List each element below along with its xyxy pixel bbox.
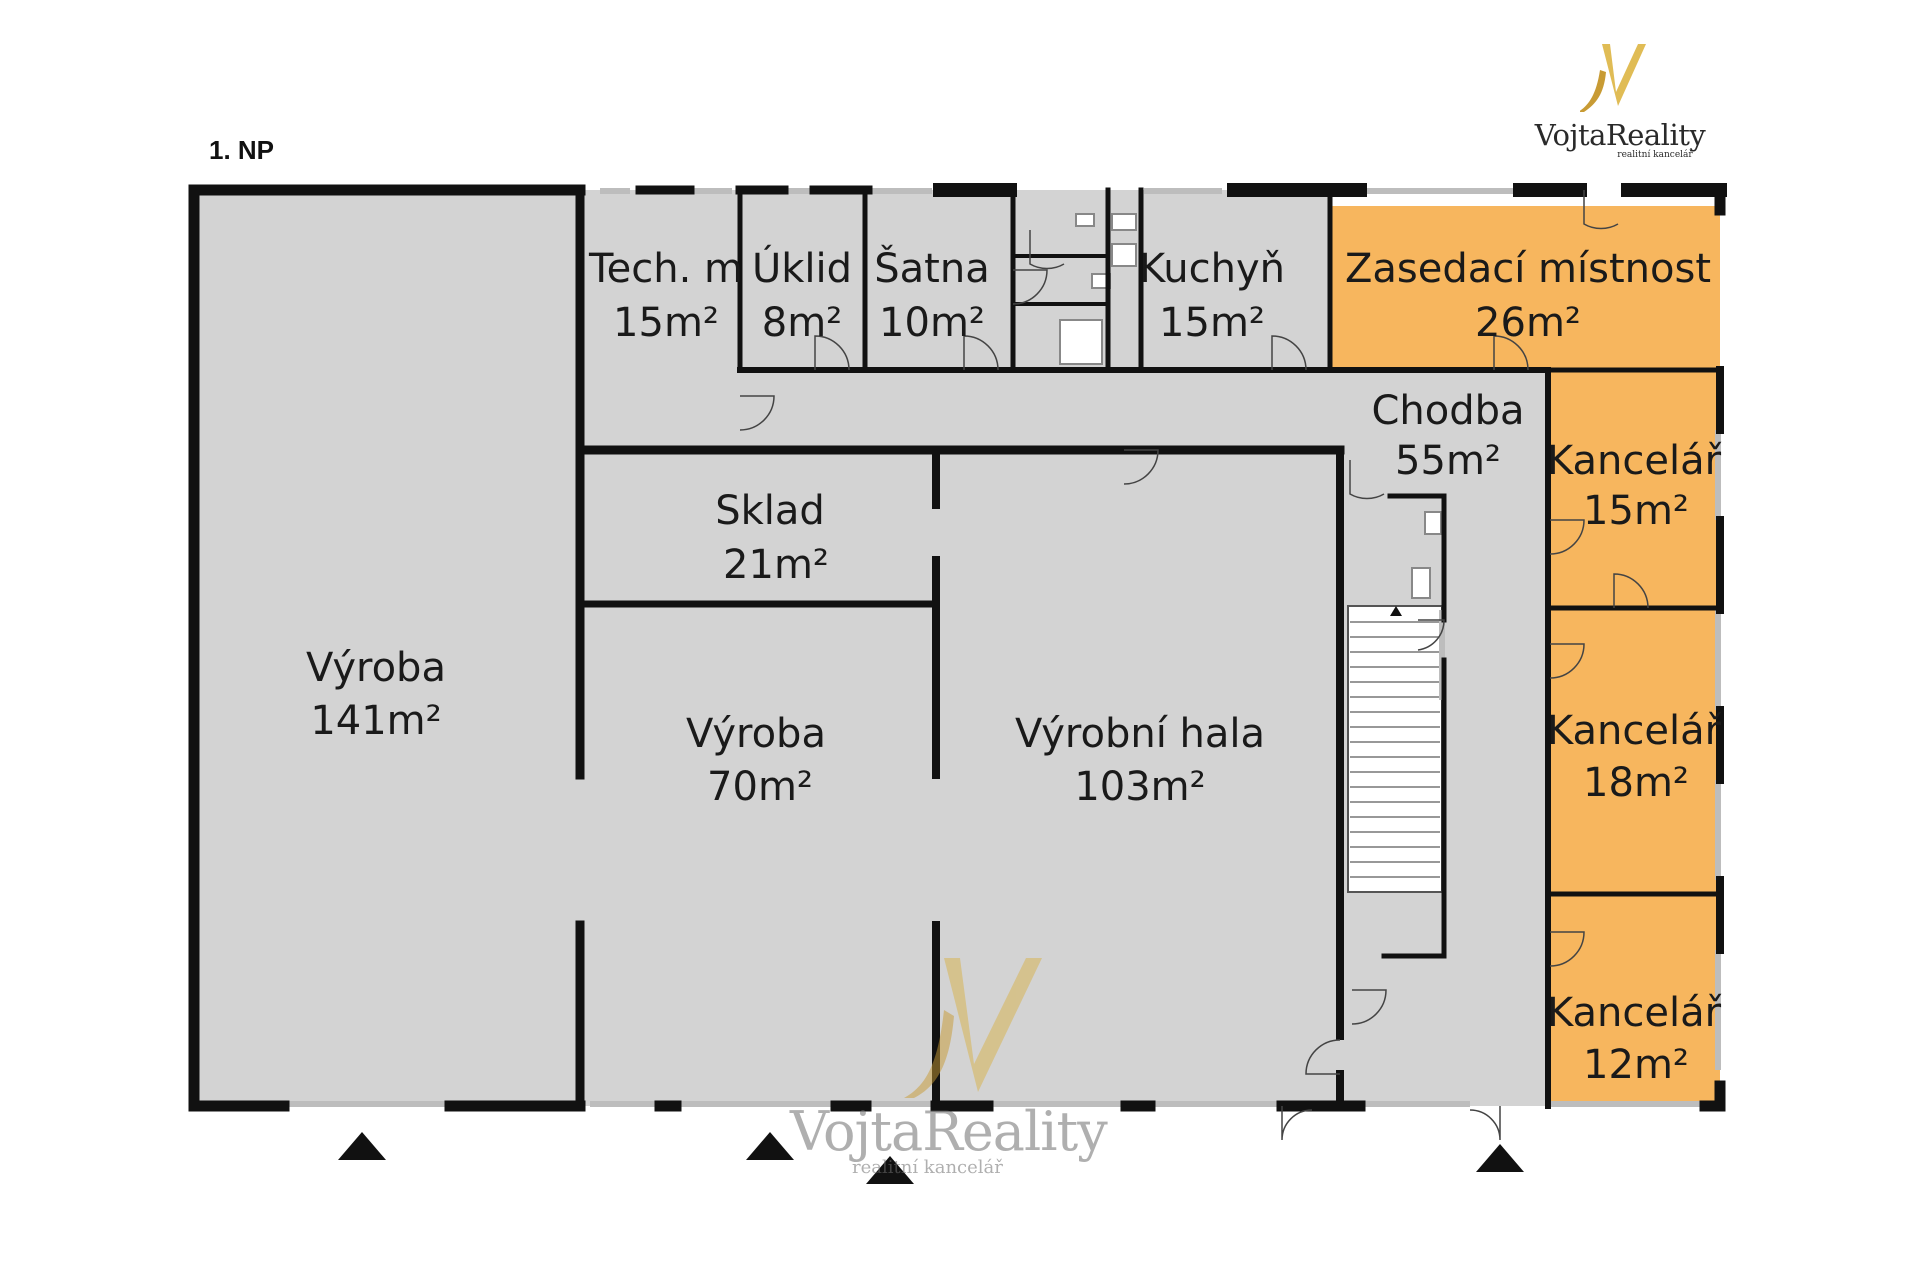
brand-logo: VojtaReality realitní kancelář — [1520, 36, 1720, 160]
room-name-kancelar-15: Kancelář — [1547, 438, 1722, 484]
windows — [284, 188, 1721, 1107]
logo-monogram-icon — [1578, 44, 1646, 112]
room-name-kancelar-18: Kancelář — [1547, 708, 1722, 754]
room-name-vyroba-141: Výroba — [306, 645, 446, 691]
room-name-uklid: Úklid — [752, 244, 852, 292]
room-area-sklad: 21m² — [723, 542, 829, 588]
room-kancelar-12 — [1548, 894, 1720, 1106]
watermark-monogram-icon — [904, 958, 1042, 1098]
room-name-chodba: Chodba — [1371, 388, 1524, 434]
fixtures — [1059, 213, 1442, 599]
room-kancelar-18 — [1548, 608, 1720, 894]
room-name-satna: Šatna — [874, 244, 989, 292]
entrance-arrow — [338, 1132, 386, 1160]
room-sklad — [580, 450, 936, 604]
room-zasedaci — [1330, 206, 1720, 370]
room-labels: Výroba 141m² Tech. m 15m² Úklid 8m² Šatn… — [306, 244, 1722, 1088]
room-name-vyrobni-hala: Výrobní hala — [1015, 711, 1265, 757]
room-area-satna: 10m² — [879, 300, 985, 346]
entrances — [338, 1132, 1524, 1184]
room-vyroba-70 — [580, 604, 936, 1106]
room-area-zasedaci: 26m² — [1475, 300, 1581, 346]
room-fills — [194, 190, 1720, 1106]
room-kancelar-15 — [1548, 370, 1720, 608]
room-satna — [865, 190, 1013, 370]
watermark-name: VojtaReality — [790, 1100, 1108, 1163]
brand-subtitle: realitní kancelář — [1617, 150, 1693, 160]
room-uklid — [740, 190, 865, 370]
room-area-vyroba-141: 141m² — [310, 698, 441, 744]
room-area-vyrobni-hala: 103m² — [1074, 764, 1205, 810]
room-area-kancelar-15: 15m² — [1583, 488, 1689, 534]
room-chodba-top — [740, 370, 1548, 450]
watermark-subtitle: realitní kancelář — [852, 1157, 1003, 1178]
walls — [188, 183, 1727, 1112]
room-tech — [580, 190, 740, 448]
room-name-kuchyn: Kuchyň — [1139, 246, 1285, 292]
room-area-kancelar-12: 12m² — [1583, 1042, 1689, 1088]
room-area-chodba: 55m² — [1395, 438, 1501, 484]
room-area-kancelar-18: 18m² — [1583, 760, 1689, 806]
room-area-vyroba-70: 70m² — [707, 764, 813, 810]
entrance-arrow — [1476, 1144, 1524, 1172]
brand-name: VojtaReality — [1534, 118, 1706, 152]
room-vyroba-141 — [194, 190, 580, 1106]
room-name-tech: Tech. m — [588, 246, 743, 292]
floor-label: 1. NP — [209, 135, 275, 165]
room-area-uklid: 8m² — [762, 300, 842, 346]
room-area-kuchyn: 15m² — [1159, 300, 1265, 346]
doors — [739, 190, 1649, 1141]
room-name-sklad: Sklad — [715, 488, 825, 534]
room-area-tech: 15m² — [613, 300, 719, 346]
room-name-zasedaci: Zasedací místnost — [1345, 246, 1711, 292]
staircase — [1347, 605, 1443, 893]
entrance-arrow — [866, 1156, 914, 1184]
room-name-vyroba-70: Výroba — [686, 711, 826, 757]
room-kuchyn — [1141, 190, 1330, 370]
room-vyrobni-hala — [936, 450, 1340, 1106]
entrance-arrow — [746, 1132, 794, 1160]
watermark: VojtaReality realitní kancelář — [790, 1100, 1150, 1178]
room-name-kancelar-12: Kancelář — [1547, 990, 1722, 1036]
